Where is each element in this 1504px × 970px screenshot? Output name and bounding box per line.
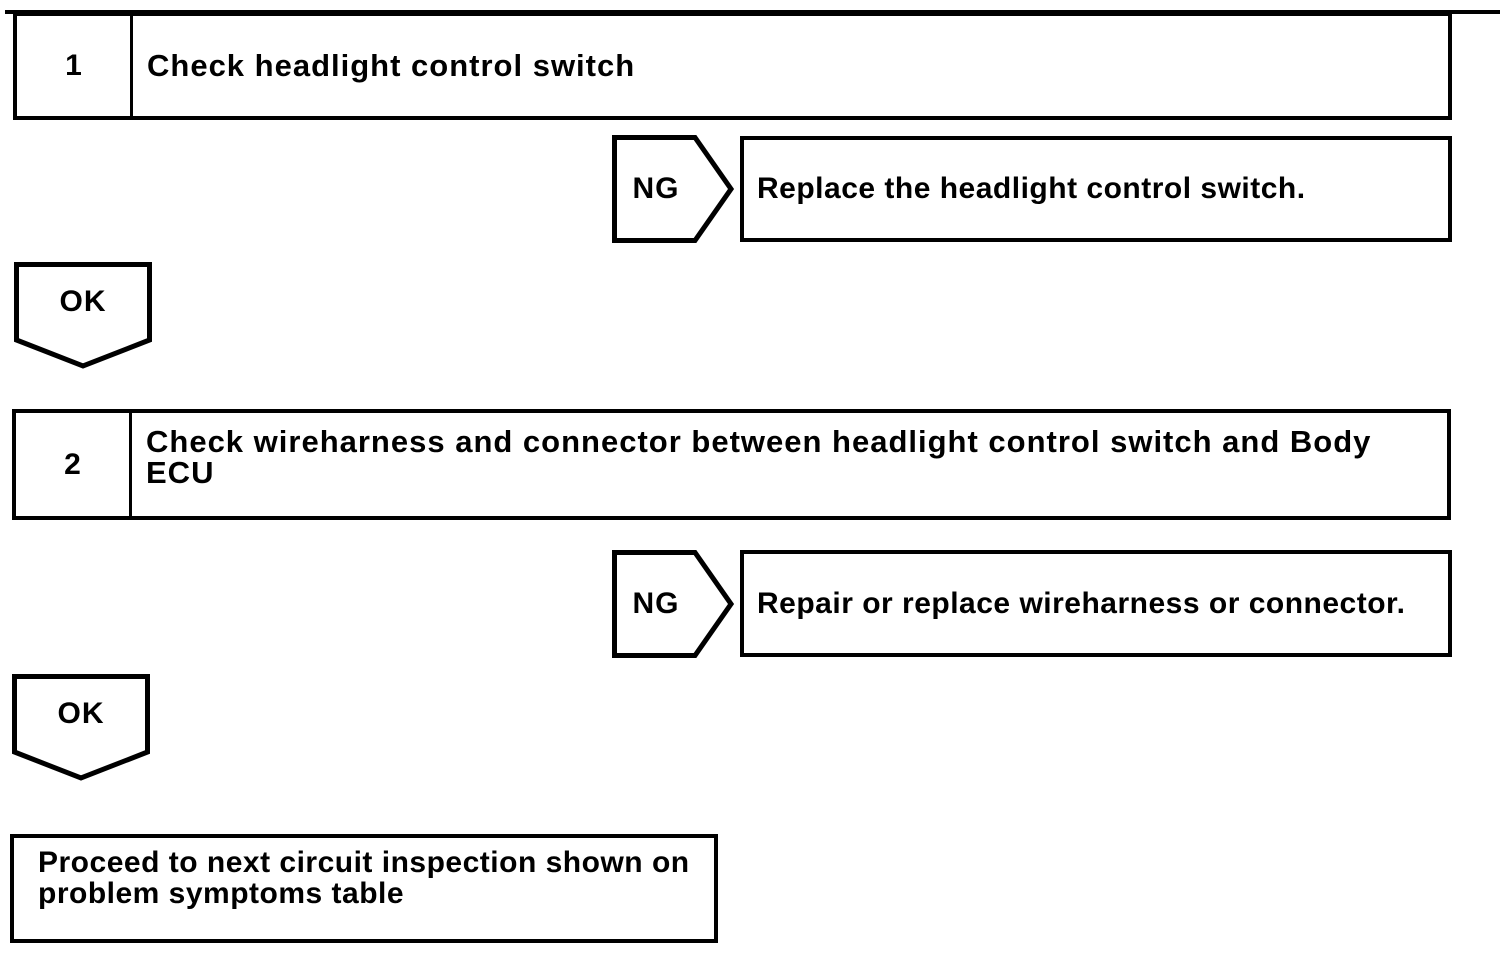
step-1-ng-action-box: Replace the headlight control switch. — [740, 136, 1452, 242]
step-2-instruction-line: ECU — [146, 455, 215, 490]
step-1-box: 1 Check headlight control switch — [13, 12, 1452, 120]
step-2-instruction-line: Check wireharness and connector between … — [146, 424, 1372, 459]
ok-arrow-icon — [14, 262, 152, 369]
step-1-number: 1 — [17, 16, 133, 116]
final-action-line: problem symptoms table — [38, 877, 405, 910]
step-2-box: 2 Check wireharness and connector betwee… — [12, 409, 1451, 520]
ok-label: OK — [59, 285, 107, 318]
ng-action-text: Repair or replace wireharness or connect… — [757, 586, 1406, 620]
final-action-box: Proceed to next circuit inspection shown… — [10, 834, 718, 943]
step-2-ng-action-box: Repair or replace wireharness or connect… — [740, 550, 1452, 657]
ok-label: OK — [57, 697, 105, 730]
step-2-ok-arrow: OK — [12, 674, 150, 781]
ok-arrow-icon — [12, 674, 150, 781]
step-2-number: 2 — [16, 413, 132, 516]
ng-arrow-icon — [612, 550, 734, 658]
ng-action-text: Replace the headlight control switch. — [757, 172, 1306, 205]
final-action-line: Proceed to next circuit inspection shown… — [38, 846, 690, 879]
ng-label: NG — [632, 587, 680, 620]
ng-label: NG — [632, 172, 680, 205]
step-1-ok-arrow: OK — [14, 262, 152, 369]
step-1-ng-arrow: NG — [612, 135, 734, 243]
step-2-instruction: Check wireharness and connector between … — [132, 413, 1447, 516]
step-1-instruction: Check headlight control switch — [147, 48, 636, 83]
step-2-ng-arrow: NG — [612, 550, 734, 658]
ng-arrow-icon — [612, 135, 734, 243]
